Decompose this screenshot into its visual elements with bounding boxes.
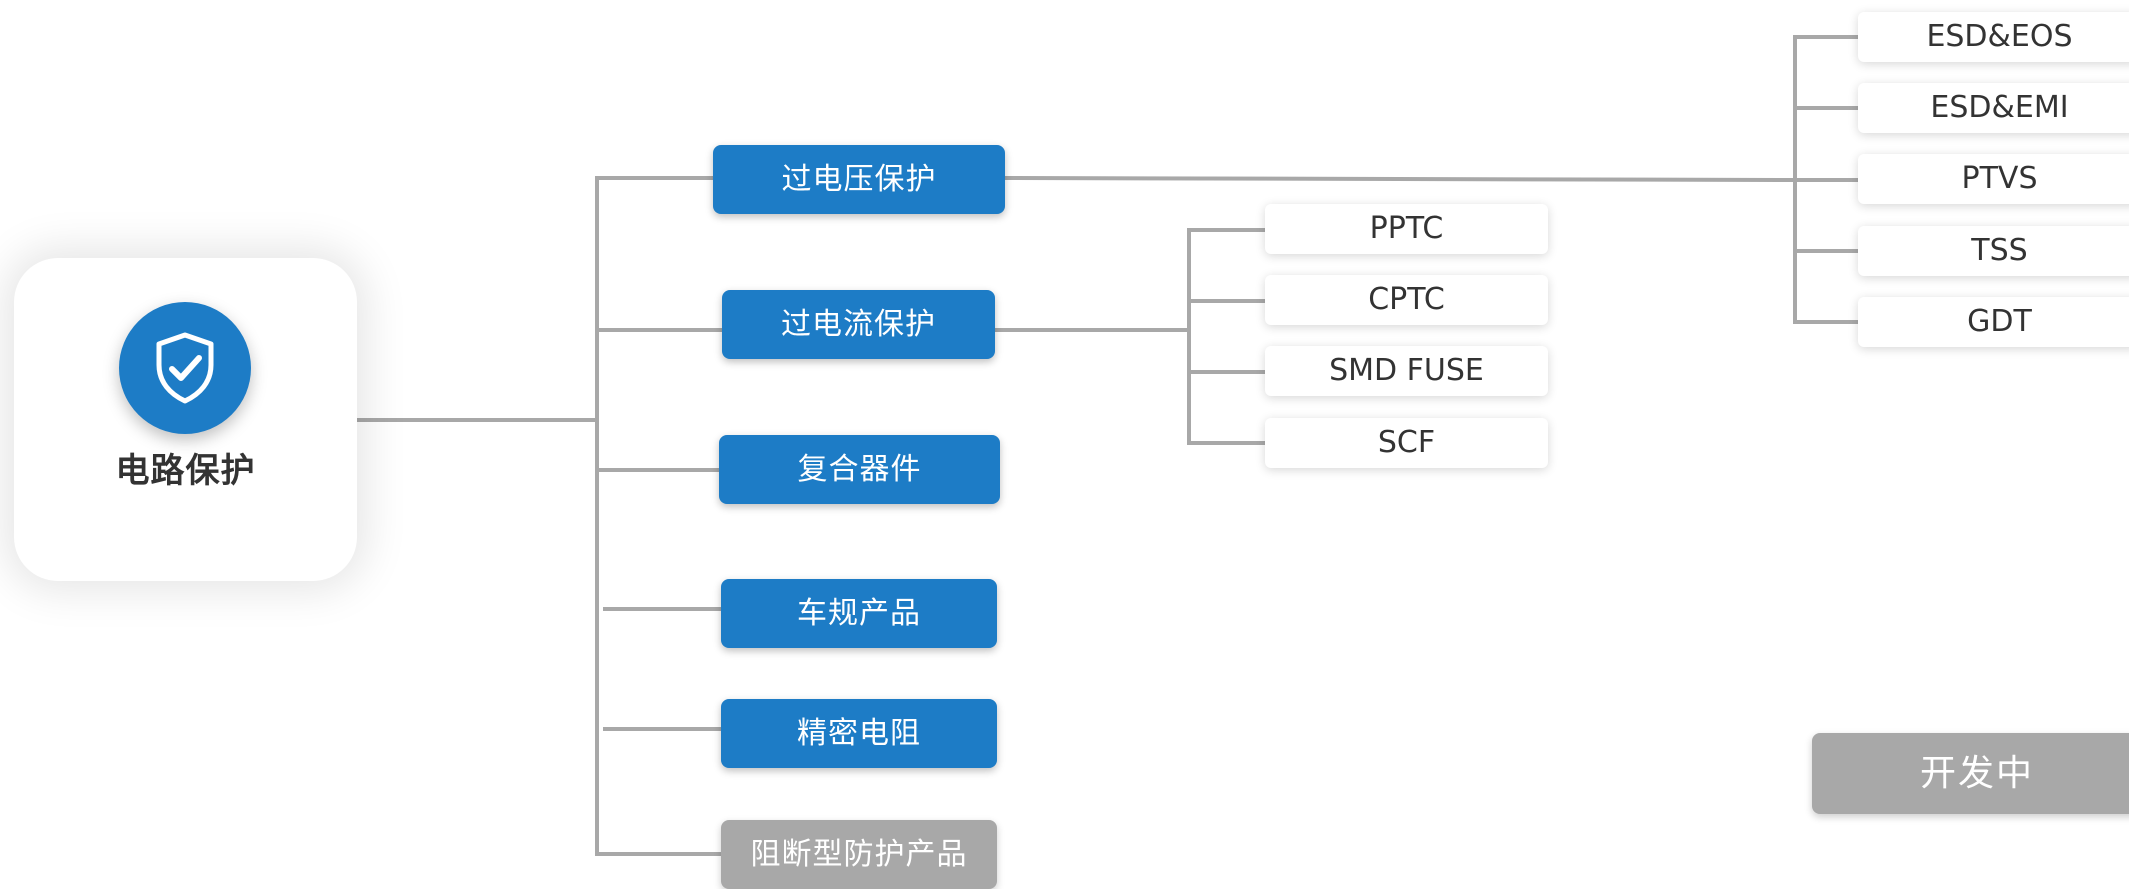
root-card[interactable]: 电路保护 xyxy=(14,258,357,581)
category-precision-resistors[interactable]: 精密电阻 xyxy=(721,699,997,768)
product-smd-fuse[interactable]: SMD FUSE xyxy=(1265,346,1548,396)
category-blocking-protection-products[interactable]: 阻断型防护产品 xyxy=(721,820,997,889)
product-cptc[interactable]: CPTC xyxy=(1265,275,1548,325)
product-gdt[interactable]: GDT xyxy=(1858,297,2129,347)
product-tss[interactable]: TSS xyxy=(1858,226,2129,276)
root-label: 电路保护 xyxy=(115,451,256,491)
connector-overvoltage xyxy=(1002,175,1798,183)
product-ptvs[interactable]: PTVS xyxy=(1858,154,2129,204)
in-development-legend: 开发中 xyxy=(1812,733,2129,814)
product-esd-emi[interactable]: ESD&EMI xyxy=(1858,83,2129,133)
category-composite-devices[interactable]: 复合器件 xyxy=(719,435,1000,504)
category-overvoltage-protection[interactable]: 过电压保护 xyxy=(713,145,1005,214)
category-automotive-products[interactable]: 车规产品 xyxy=(721,579,997,648)
category-overcurrent-protection[interactable]: 过电流保护 xyxy=(722,290,995,359)
shield-check-icon xyxy=(119,302,251,434)
product-esd-eos[interactable]: ESD&EOS xyxy=(1858,12,2129,62)
product-scf[interactable]: SCF xyxy=(1265,418,1548,468)
product-pptc[interactable]: PPTC xyxy=(1265,204,1548,254)
